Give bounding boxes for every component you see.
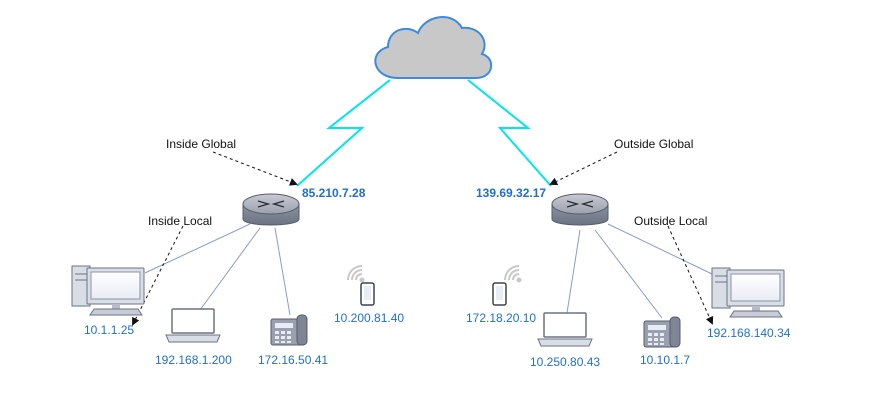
router-icon (242, 193, 300, 226)
wan-link-right (467, 79, 552, 187)
lan-wires-left (144, 223, 291, 316)
inside-global-label: Inside Global (166, 137, 236, 151)
laptop-icon (165, 308, 221, 343)
wifi-icon (504, 265, 522, 283)
ip-phone-icon (270, 314, 308, 346)
inside-local-label: Inside Local (148, 214, 212, 228)
left-phone-ip: 172.16.50.41 (258, 353, 328, 367)
wan-link-left (296, 79, 391, 187)
right-desktop-ip: 192.168.140.34 (707, 326, 791, 340)
router-icon (551, 193, 609, 226)
left-laptop-ip: 192.168.1.200 (155, 353, 232, 367)
desktop-icon (711, 267, 785, 318)
left-mobile-ip: 10.200.81.40 (334, 311, 404, 325)
outside-local-label: Outside Local (634, 214, 707, 228)
left-router-ip: 85.210.7.28 (302, 186, 366, 200)
laptop-icon (537, 312, 593, 347)
right-phone-ip: 10.10.1.7 (640, 353, 690, 367)
right-laptop-ip: 10.250.80.43 (530, 355, 600, 369)
mobile-icon (492, 282, 507, 306)
left-desktop-ip: 10.1.1.25 (84, 323, 134, 337)
mobile-icon (360, 282, 375, 306)
callout-arrows (132, 151, 714, 326)
lan-wires-right (566, 223, 713, 319)
desktop-icon (71, 265, 145, 316)
outside-global-label: Outside Global (614, 137, 693, 151)
ip-phone-icon (643, 316, 681, 348)
right-mobile-ip: 172.18.20.10 (466, 311, 536, 325)
right-router-ip: 139.69.32.17 (476, 186, 546, 200)
wifi-icon (347, 265, 365, 283)
cloud-icon (374, 16, 492, 79)
